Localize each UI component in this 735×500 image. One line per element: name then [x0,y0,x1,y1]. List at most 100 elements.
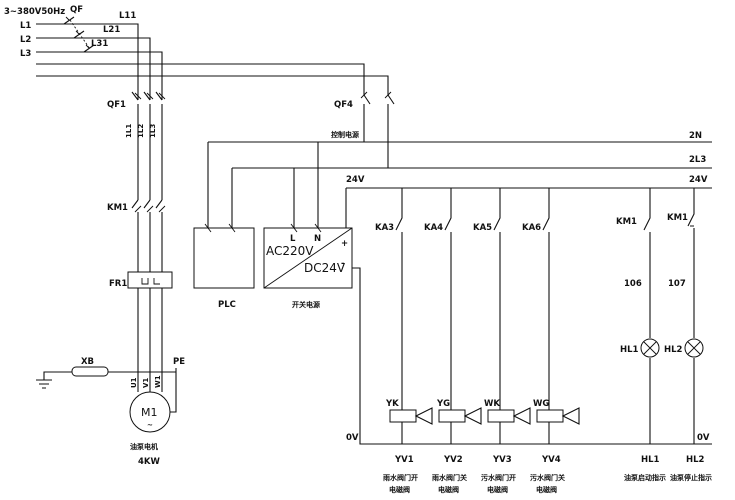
lamp-label-hl1: HL1 [620,345,639,355]
phase-label-l3: L3 [20,49,31,59]
ground-link-label: XB [81,357,94,367]
phase-label-l2: L2 [20,35,31,45]
branch-label-l31: L31 [91,39,108,49]
wire-label-1l3: 1L3 [149,124,157,138]
motor-ac-symbol: ~ [147,421,153,429]
valve-2-wire [444,188,452,412]
valve-3-wire [493,188,501,412]
main-breaker-label: QF [70,5,83,15]
motor-branch: QF1 1L1 1L2 1L3 KM1 FR1 U1 V1 W1 M1 ~ 油泵… [36,91,185,467]
valve-desc-yv3: 污水阀门开 [481,473,516,482]
relay-label-ka4: KA4 [424,223,443,233]
motor-power: 4KW [138,457,161,467]
main-breaker-contacts [63,16,95,53]
valve-coil-yv1 [389,409,417,423]
fr1-heater [141,278,160,285]
valve-desc2-yv2: 电磁阀 [438,485,459,494]
valve-coil-label-yv1: YV1 [394,455,414,465]
control-buses: QF4 控制电源 2N 2L3 24V 24V 0V 0V [207,91,712,445]
terminal-w1: W1 [154,375,162,388]
psu-minus: - [341,259,345,269]
relay-label-ka6: KA6 [522,223,541,233]
motor-tag: M1 [141,406,158,419]
lamp-1-wire [643,188,651,444]
psu-plus: + [341,239,348,249]
main-breaker-marks [65,16,90,49]
lamp-desc-hl1: 油泵启动指示 [624,473,666,482]
lamp-bottom-hl2: HL2 [686,455,705,465]
km1-marks [134,205,166,213]
wire-label-1l2: 1L2 [137,124,145,138]
psu-diagonal [263,227,353,289]
valve-4-wire [542,188,550,412]
fr1-relay-box [127,271,173,289]
phase-label-l1: L1 [20,21,31,31]
terminal-u1: U1 [130,377,138,388]
bus-label-2n: 2N [689,131,702,141]
valve-desc-yv2: 雨水阀门关 [432,473,467,482]
valve-3-actuator [499,407,531,444]
valve-2-actuator [450,407,482,444]
valve-desc2-yv1: 电磁阀 [389,485,410,494]
motor-wires-upper [137,104,163,200]
lamp-wire-106: 106 [624,279,642,289]
qf1-contacts [131,91,163,101]
valve-tag-yg: YG [436,399,450,409]
lamp-desc-hl2: 油泵停止指示 [670,473,712,482]
valve-coil-yv4 [536,409,564,423]
valve-coil-yv3 [487,409,515,423]
lamp-hl2-cross [687,341,701,355]
psu-input: AC220V [266,244,314,258]
qf4-label: QF4 [334,100,353,110]
plc-module: PLC [193,223,255,310]
bus-label-2l3: 2L3 [689,155,706,165]
power-supply: L N AC220V DC24V + - 开关电源 [263,223,353,309]
psu-terminals [290,223,322,233]
lamp-wire-107: 107 [668,279,686,289]
psu-l-label: L [290,234,296,244]
lamp-bottom-hl1: HL1 [641,455,660,465]
bus-24v-left-label: 24V [346,175,365,185]
lamp-contact-label-2: KM1 [667,213,688,223]
lamp-hl1-cross [643,341,657,355]
psu-output: DC24V [304,261,346,275]
plc-terminals [204,223,236,233]
valve-coil-label-yv4: YV4 [541,455,561,465]
valve-tag-wk: WK [484,399,500,409]
qf4-outputs [363,104,389,168]
valve-circuit-1: KA3 YK YV1 雨水阀门开 电磁阀 [375,188,433,494]
qf1-marks [134,92,166,100]
main-breaker-linkage [69,19,91,50]
valve-circuit-3: KA5 WK YV3 污水阀门开 电磁阀 [473,188,531,494]
plc-label: PLC [218,300,236,310]
motor-wires-mid [137,212,163,272]
valve-coil-label-yv3: YV3 [492,455,512,465]
motor-label: 油泵电机 [130,442,158,451]
fr1-label: FR1 [109,279,127,289]
lamp-label-hl2: HL2 [664,345,683,355]
qf4-feed-a [36,23,365,95]
bus-2l3 [231,167,712,228]
lamp-contact-label-1: KM1 [616,217,637,227]
control-source-label: 控制电源 [331,130,359,139]
qf4-contacts [363,94,395,105]
valve-desc2-yv4: 电磁阀 [536,485,557,494]
km1-contacts [131,199,163,209]
valve-coil-yv2 [438,409,466,423]
terminal-v1: V1 [142,378,150,388]
qf4-feed-b [36,75,389,95]
supply-spec: 3~380V50Hz [4,7,65,17]
km1-contactor-label: KM1 [107,203,128,213]
psu-n-label: N [314,234,321,244]
bus-2n [207,141,712,228]
qf1-label: QF1 [107,100,126,110]
valve-circuit-4: KA6 WG YV4 污水阀门关 电磁阀 [522,188,580,494]
branch-label-l11: L11 [119,11,136,21]
valve-tag-wg: WG [533,399,549,409]
relay-label-ka3: KA3 [375,223,394,233]
relay-label-ka5: KA5 [473,223,492,233]
valve-desc-yv1: 雨水阀门开 [383,473,418,482]
ground-link-xb [71,366,109,377]
valve-circuit-2: KA4 YG YV2 雨水阀门关 电磁阀 [424,188,482,494]
